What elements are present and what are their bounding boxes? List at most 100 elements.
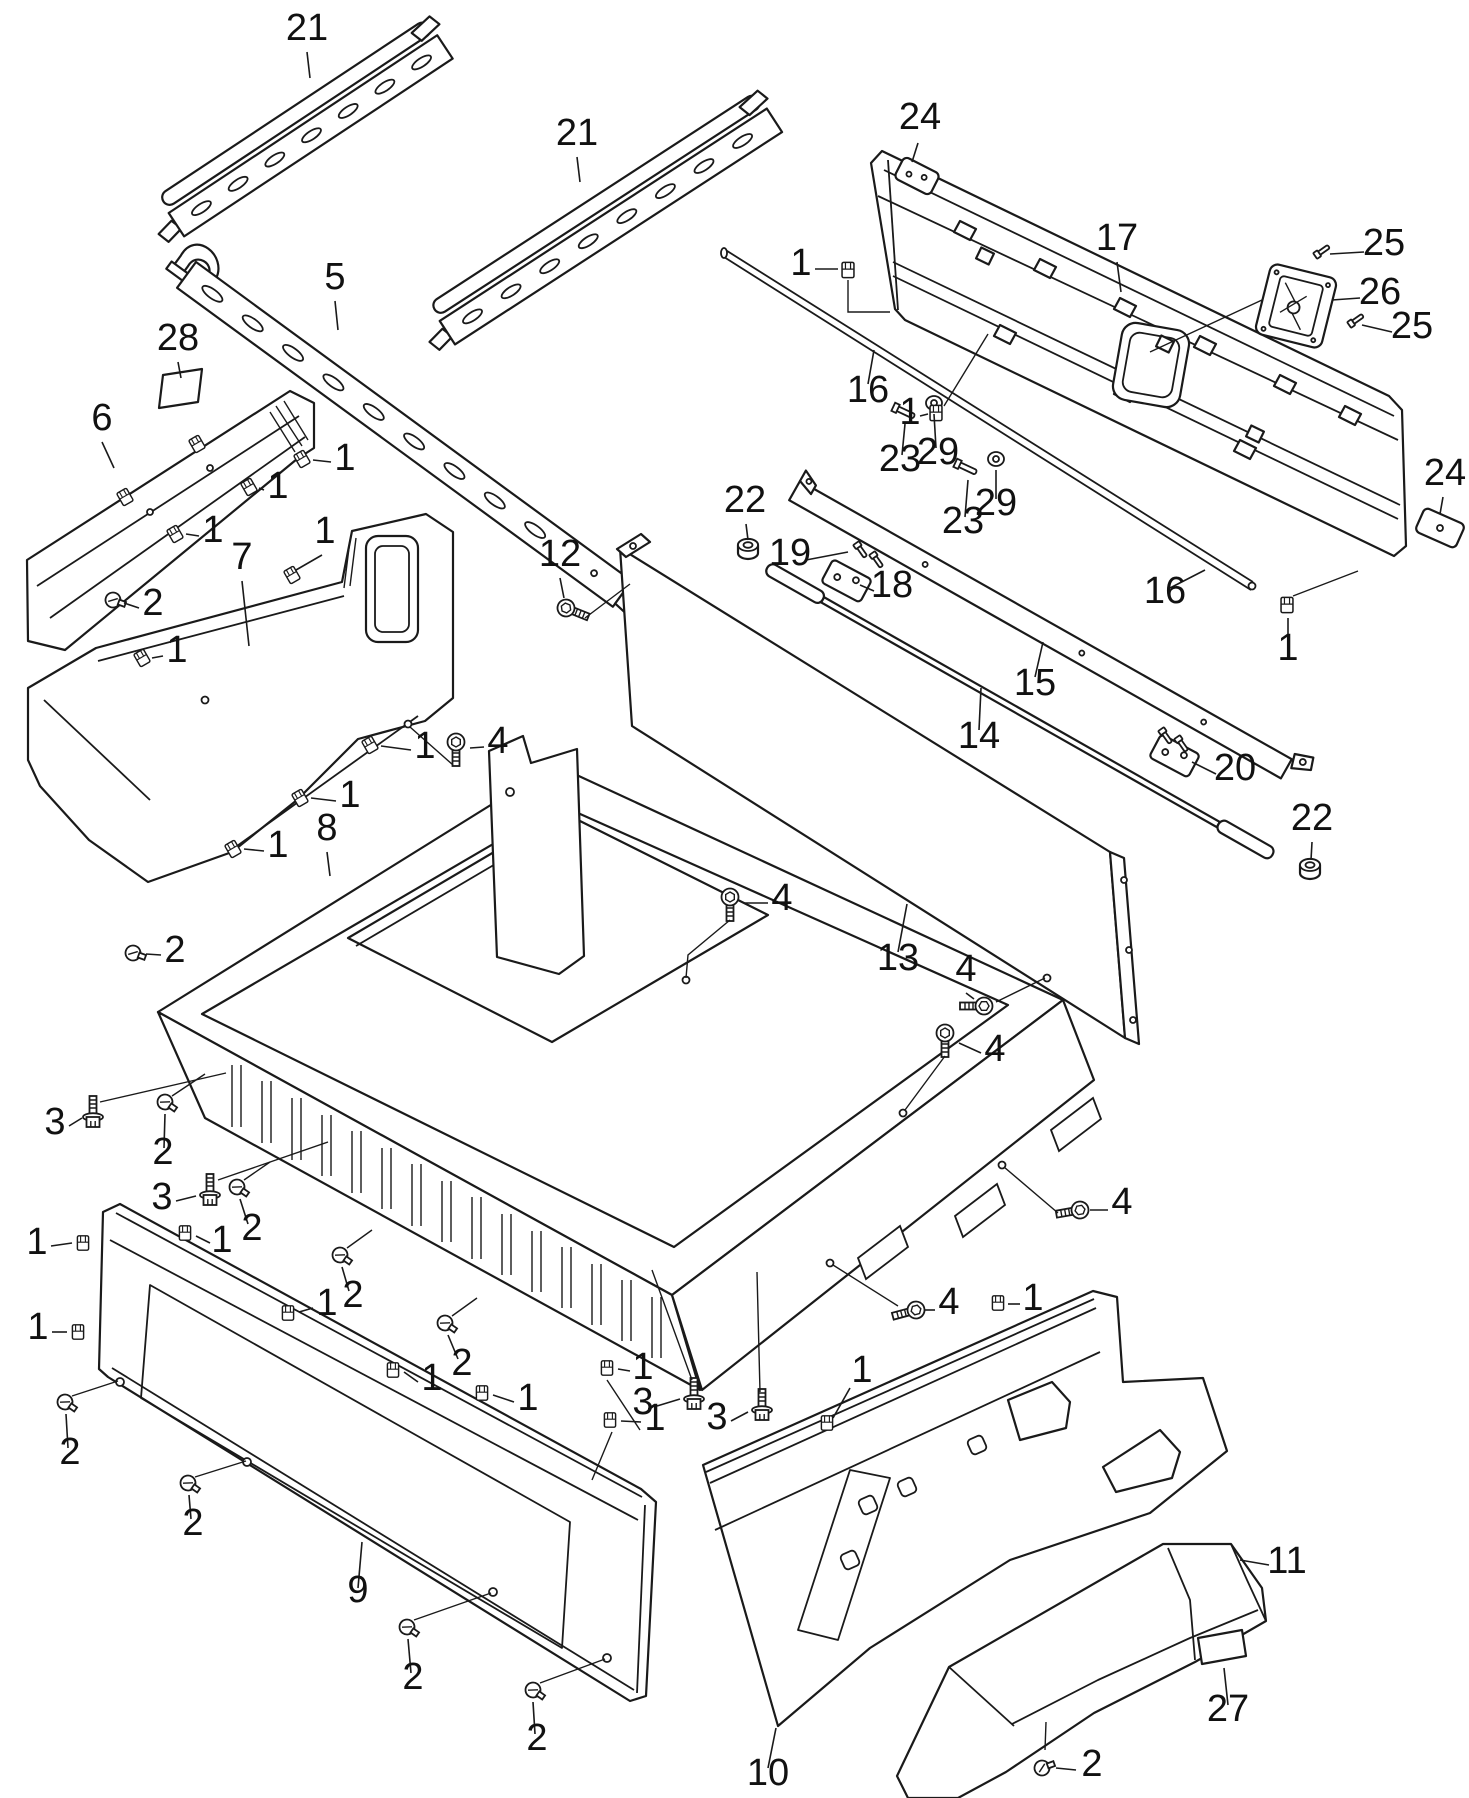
callout-leader (241, 580, 250, 647)
callout-label-2: 2 (164, 929, 185, 971)
callout-leader (767, 1727, 777, 1769)
callout-label-18: 18 (871, 564, 913, 606)
callout-leader (897, 903, 908, 953)
callout-label-3: 3 (151, 1176, 172, 1218)
callout-label-23: 23 (942, 500, 984, 542)
side-cover-panel-6 (25, 389, 316, 652)
pin-leader (71, 1073, 606, 1684)
cargo-rack-rail-21-right (428, 89, 784, 351)
callout-label-25: 25 (1391, 305, 1433, 347)
callout-leader (163, 1113, 166, 1149)
callout-label-9: 9 (347, 1569, 368, 1611)
cargo-bed-8 (156, 719, 1103, 1392)
callout-label-29: 29 (975, 482, 1017, 524)
callout-label-1: 1 (899, 391, 920, 433)
callout-leader (101, 441, 115, 469)
callout-label-7: 7 (231, 536, 252, 578)
clip-1-icon (600, 1360, 614, 1376)
callout-label-1: 1 (517, 1377, 538, 1419)
front-cover-panel-7 (26, 512, 455, 884)
callout-leader (964, 479, 969, 518)
clip-1-icon (603, 1412, 617, 1428)
callout-leader (933, 413, 937, 449)
callout-leader (68, 1117, 83, 1127)
callout-leader (1055, 1767, 1077, 1771)
callout-label-19: 19 (769, 532, 811, 574)
clip-1-icon (281, 1305, 295, 1321)
callout-label-2: 2 (142, 582, 163, 624)
callout-leader (188, 1494, 192, 1520)
callout-label-12: 12 (539, 533, 581, 575)
grommet-22-icon (736, 537, 760, 561)
callout-label-1: 1 (1022, 1277, 1043, 1319)
clip-1-icon (841, 261, 855, 279)
bolt-leader (99, 1072, 761, 1393)
clip-leader (1292, 570, 1359, 597)
callout-label-25: 25 (1363, 222, 1405, 264)
side-panel-9 (97, 1202, 658, 1703)
callout-leader (145, 953, 162, 956)
callout-leader (656, 1398, 681, 1407)
callout-label-15: 15 (1014, 662, 1056, 704)
callout-label-24: 24 (899, 96, 941, 138)
callout-label-27: 27 (1207, 1688, 1249, 1730)
callout-leader (447, 1334, 459, 1360)
callout-label-2: 2 (451, 1342, 472, 1384)
callout-leader (306, 51, 311, 79)
callout-label-2: 2 (59, 1431, 80, 1473)
callout-leader (532, 1701, 536, 1735)
callout-label-21: 21 (556, 112, 598, 154)
callout-label-3: 3 (706, 1396, 727, 1438)
callout-label-2: 2 (1081, 1743, 1102, 1785)
clip-1-icon (820, 1415, 834, 1431)
callout-leader (911, 142, 919, 163)
callout-label-22: 22 (1291, 797, 1333, 839)
callout-leader (1034, 641, 1044, 678)
clip-1-icon (178, 1225, 192, 1241)
callout-label-1: 1 (27, 1306, 48, 1348)
callout-leader (805, 551, 849, 561)
callout-leader (243, 848, 265, 852)
callout-label-1: 1 (314, 510, 335, 552)
callout-label-5: 5 (324, 256, 345, 298)
grommet-22-icon (1298, 857, 1322, 881)
callout-leader (195, 1235, 211, 1244)
tailgate-latch-26 (1254, 263, 1338, 349)
callout-leader (965, 992, 975, 1000)
latch-rod-16 (720, 247, 1257, 591)
callout-leader (312, 459, 332, 463)
support-rail-15 (788, 469, 1315, 780)
callout-leader (341, 1266, 350, 1292)
latch-bracket-18 (821, 559, 872, 603)
callout-leader (617, 1368, 631, 1372)
callout-label-2: 2 (152, 1131, 173, 1173)
callout-leader (1329, 251, 1365, 255)
callout-leader (919, 413, 929, 417)
callout-label-1: 1 (334, 437, 355, 479)
tread-plate-13 (615, 532, 1141, 1046)
callout-label-2: 2 (342, 1274, 363, 1316)
callout-leader (295, 554, 323, 571)
callout-leader (177, 361, 182, 379)
callout-label-26: 26 (1359, 271, 1401, 313)
callout-label-3: 3 (44, 1101, 65, 1143)
bolt-leader (409, 726, 1059, 1307)
callout-label-1: 1 (421, 1357, 442, 1399)
callout-label-6: 6 (91, 397, 112, 439)
callout-leader (832, 1387, 851, 1419)
callout-leader (185, 533, 200, 537)
callout-label-20: 20 (1214, 747, 1256, 789)
fender-11 (895, 1542, 1268, 1798)
clip-1-icon (929, 404, 943, 422)
callout-label-10: 10 (747, 1752, 789, 1794)
callout-leader (175, 1195, 197, 1202)
sticker-28 (157, 367, 204, 410)
callout-label-4: 4 (938, 1281, 959, 1323)
callout-leader (576, 156, 581, 183)
callout-leader (730, 1411, 749, 1422)
callout-label-1: 1 (267, 465, 288, 507)
bolt-leader (584, 583, 631, 619)
callout-label-1: 1 (1277, 627, 1298, 669)
